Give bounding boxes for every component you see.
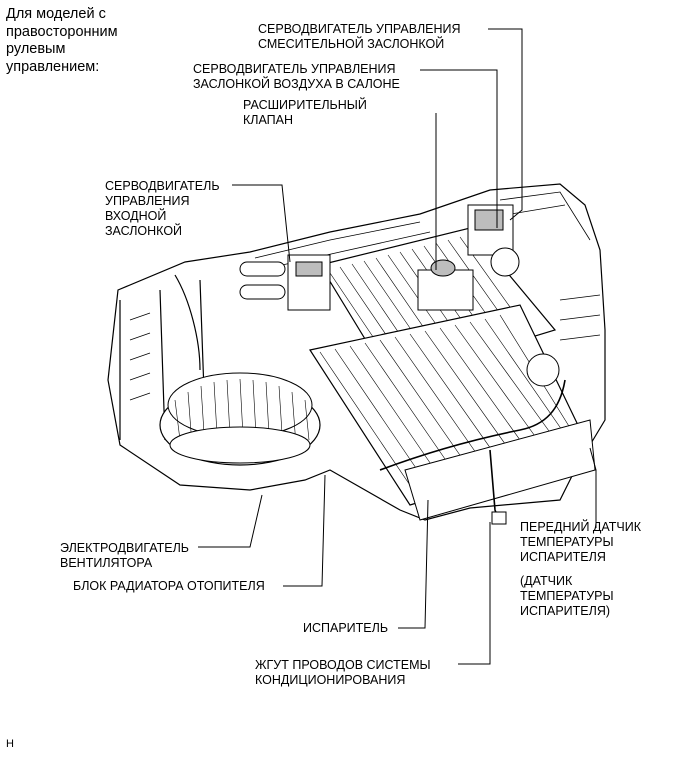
leader-lines [198,28,597,665]
blower-fan [159,372,321,466]
expansion-valve [417,259,474,311]
label-evaporator: ИСПАРИТЕЛЬ [303,621,389,635]
label-inlet-servo: СЕРВОДВИГАТЕЛЬ УПРАВЛЕНИЯ ВХОДНОЙ ЗАСЛОН… [105,179,220,238]
label-air-servo: СЕРВОДВИГАТЕЛЬ УПРАВЛЕНИЯ ЗАСЛОНКОЙ ВОЗД… [193,62,400,91]
footer-code: H [6,738,14,750]
wire-harness [379,379,566,525]
evaporator-core [309,304,596,521]
label-blower-motor: ЭЛЕКТРОДВИГАТЕЛЬ ВЕНТИЛЯТОРА [60,541,189,570]
case-ribs [129,191,601,401]
label-mix-servo: СЕРВОДВИГАТЕЛЬ УПРАВЛЕНИЯ СМЕСИТЕЛЬНОЙ З… [258,22,461,51]
air-servo-motor [474,209,504,231]
label-front-sensor: ПЕРЕДНИЙ ДАТЧИК ТЕМПЕРАТУРЫ ИСПАРИТЕЛЯ [520,520,641,564]
inlet-servo-motor [287,254,331,311]
pipes [239,261,286,300]
label-expansion-valve: РАСШИРИТЕЛЬНЫЙ КЛАПАН [243,98,367,127]
label-sensor-alt: (ДАТЧИК ТЕМПЕРАТУРЫ ИСПАРИТЕЛЯ) [520,574,614,618]
model-note: Для моделей с правосторонним рулевым упр… [6,6,118,75]
label-wire-harness: ЖГУТ ПРОВОДОВ СИСТЕМЫ КОНДИЦИОНИРОВАНИЯ [255,658,431,687]
label-heater-core: БЛОК РАДИАТОРА ОТОПИТЕЛЯ [73,579,265,593]
front-sensor-servo [526,353,560,387]
